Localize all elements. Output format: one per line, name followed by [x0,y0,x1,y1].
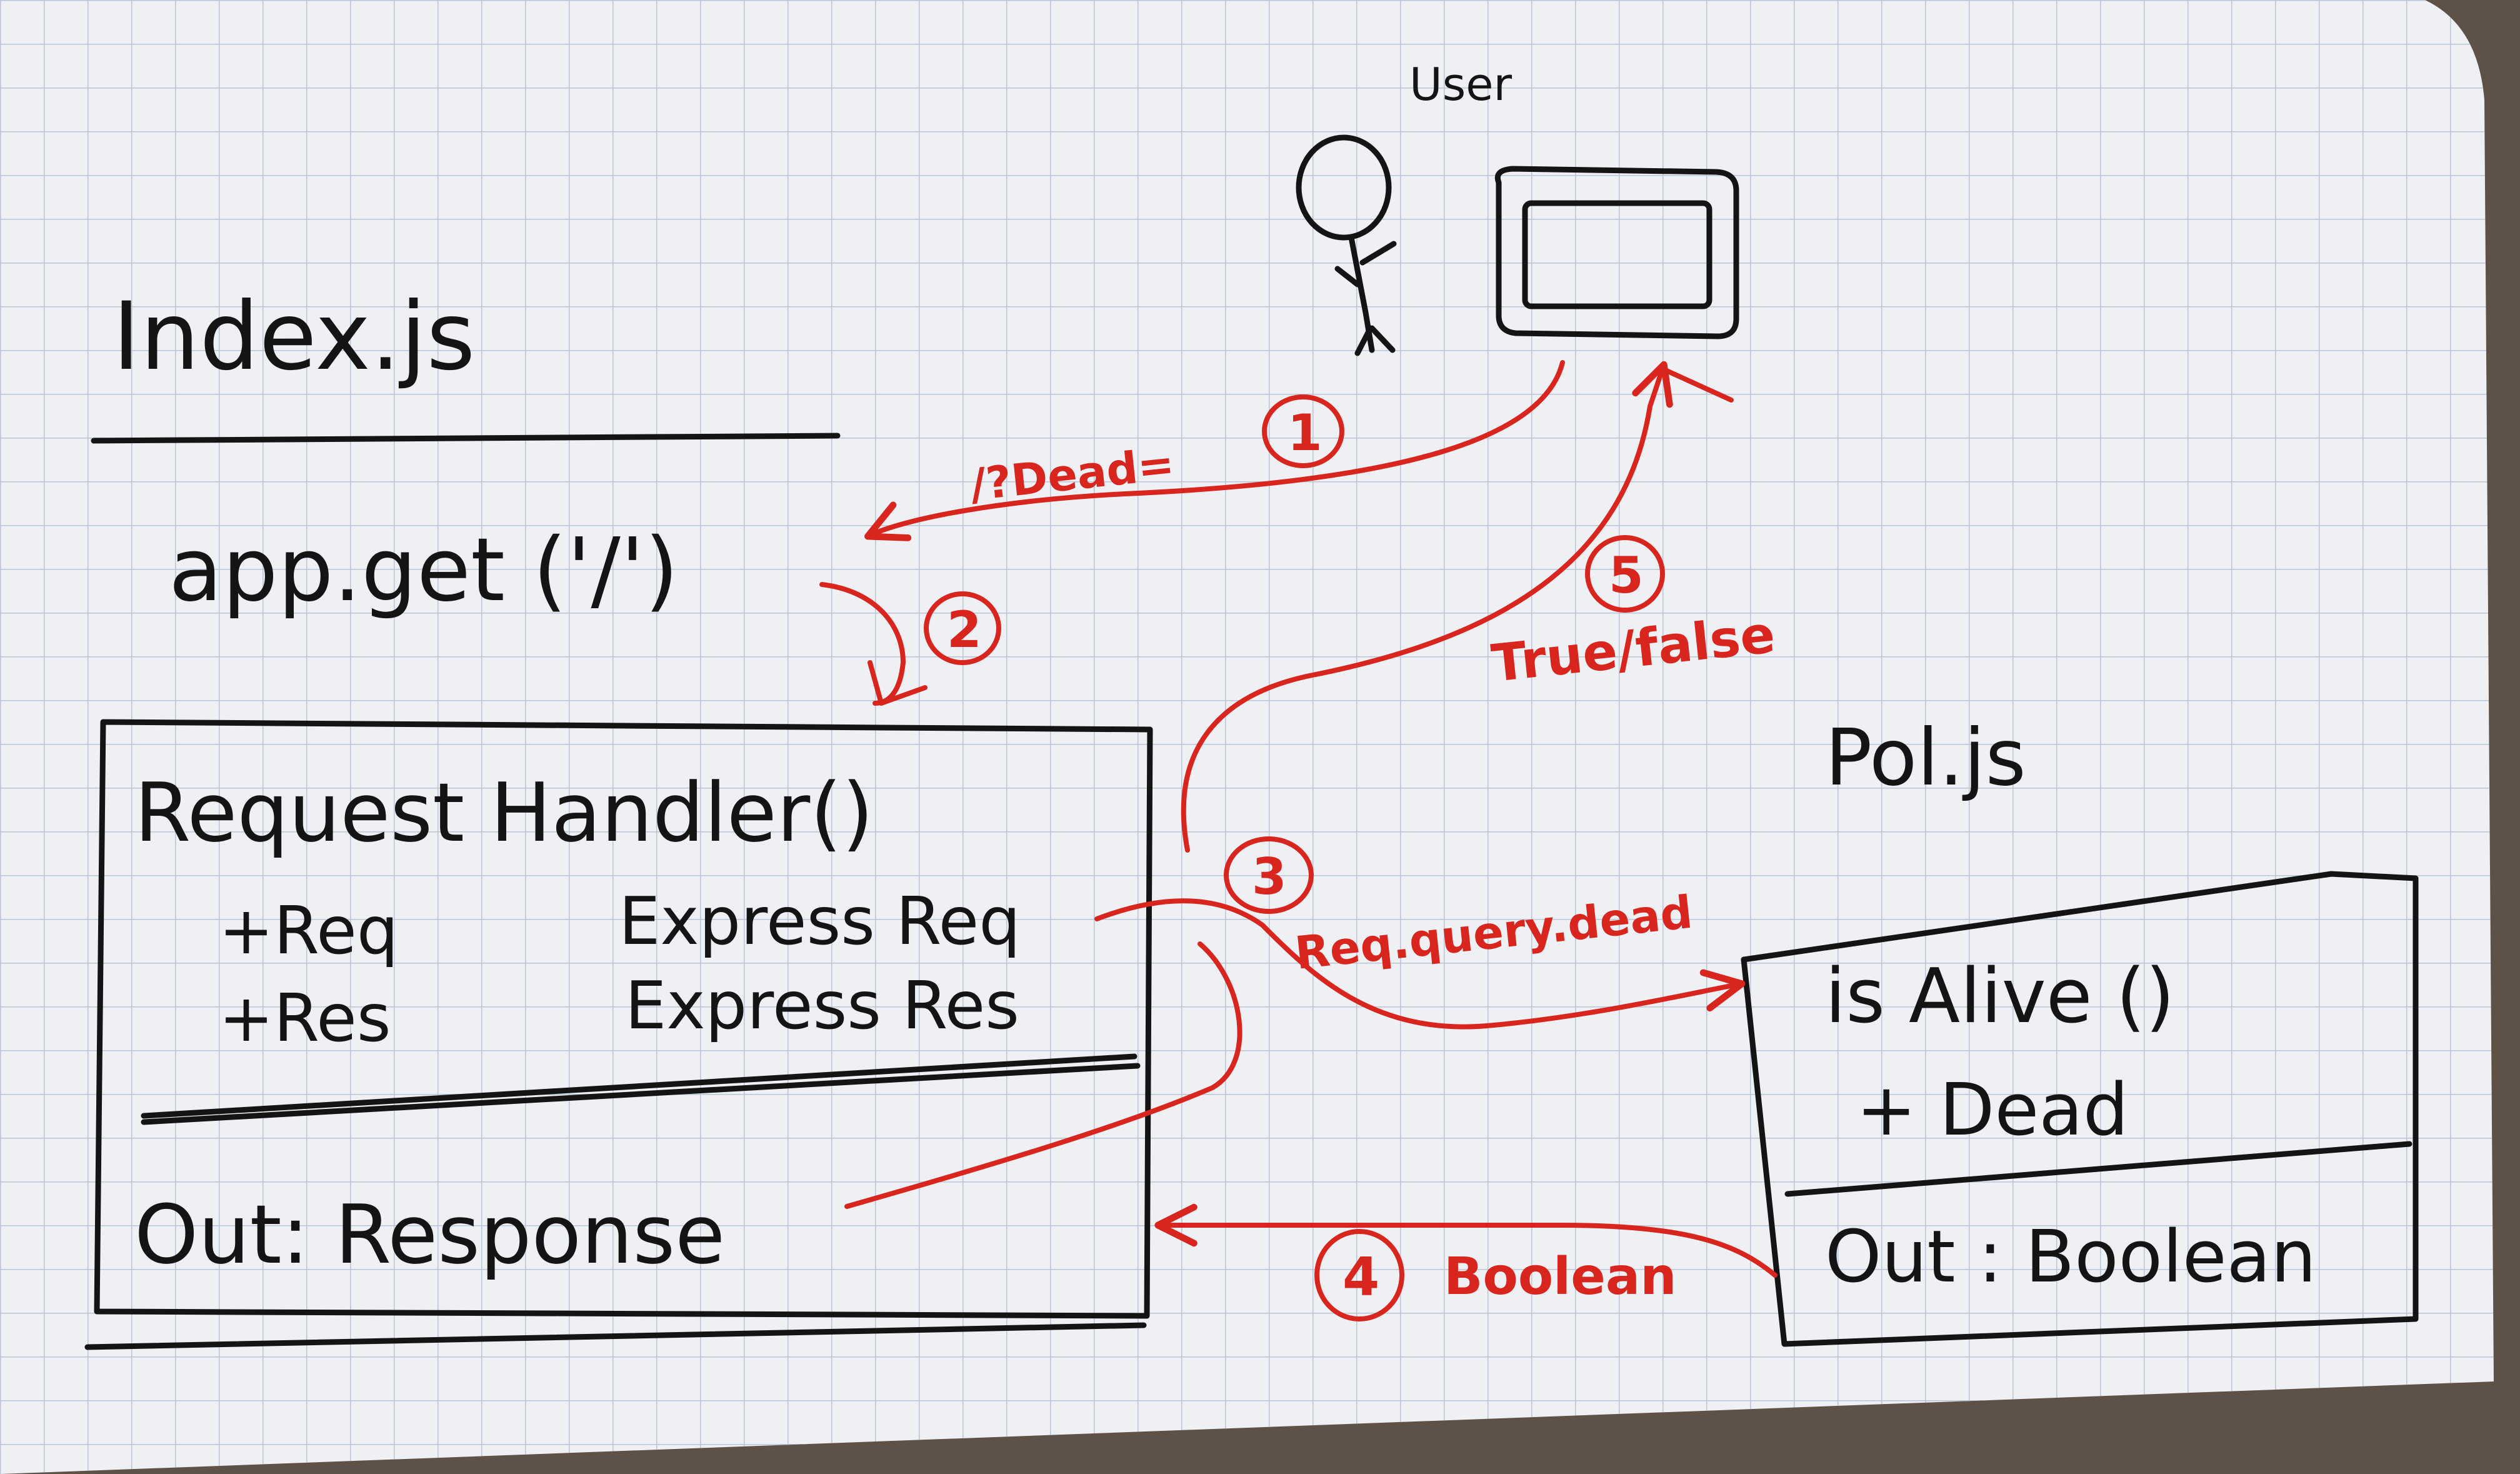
flow-arrow-step4 [1154,1203,1778,1278]
flow-arrow-step5 [1181,361,1673,853]
step2-arrowhead [868,660,928,706]
step1-number: 1 [1288,404,1322,462]
step1-circle [1262,394,1344,468]
user-label: User [1409,58,1512,111]
request-handler-output: Out: Response [134,1187,725,1282]
step4-label: Boolean [1444,1247,1677,1306]
step3-number: 3 [1252,848,1287,906]
step2-number: 2 [947,601,982,659]
flow-arrow-step1 [864,360,1565,541]
is-alive-output: Out : Boolean [1825,1215,2316,1299]
request-handler-title: Request Handler() [134,765,874,860]
step4-circle [1314,1229,1404,1321]
is-alive-title: is Alive () [1825,953,2174,1040]
stick-figure-icon [1296,134,1397,356]
step2-circle [924,591,1001,665]
route-text: app.get ('/') [169,519,679,621]
pol-file-title: Pol.js [1825,713,2026,803]
step3-circle [1224,836,1314,914]
step5-circle [1585,535,1665,613]
request-handler-box [84,719,1153,1350]
step4-number: 4 [1342,1246,1379,1308]
param-req-type: Express Req [619,883,1021,960]
is-alive-param: + Dead [1856,1068,2129,1152]
step5-arrowhead-wing [1660,366,1734,403]
flow-arrow-step3 [1094,898,1746,1030]
param-res-name: +Res [219,980,391,1056]
monitor-icon [1494,166,1739,339]
index-file-title: Index.js [112,283,475,391]
response-curve [844,941,1242,1209]
param-req-name: +Req [219,893,398,969]
step5-number: 5 [1609,546,1644,604]
param-res-type: Express Res [625,968,1019,1044]
index-title-underline [91,433,841,444]
is-alive-box [1741,871,2419,1347]
